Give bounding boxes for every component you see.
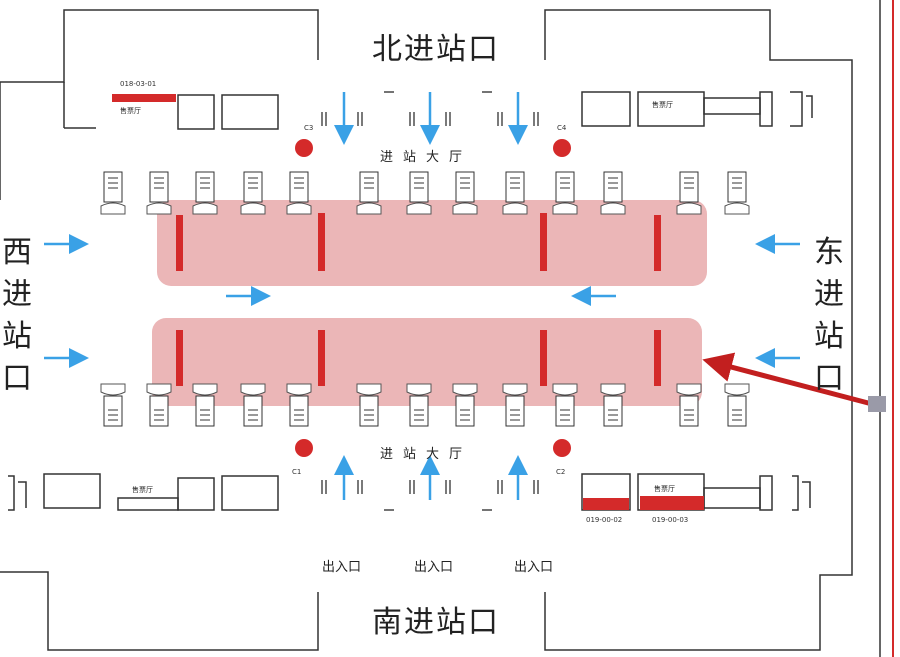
north-gate-label: 北进站口: [372, 32, 500, 67]
point-c1: C1: [292, 468, 302, 476]
code-top-left: 018-03-01: [120, 80, 157, 88]
right-edge-line: [892, 0, 894, 657]
highlight-zone-upper: [157, 200, 707, 286]
marker-points: [295, 139, 571, 457]
south-gate-label: 南进站口: [372, 605, 500, 640]
hall-label-south: 进站大厅: [380, 447, 473, 462]
ticket-office-label-nw: 售票厅: [120, 107, 141, 115]
ticket-office-bar: [112, 94, 176, 102]
exit-label-2: 出入口: [414, 560, 454, 575]
pointer-handle: [868, 396, 886, 412]
turnstile-ticks: [321, 91, 539, 511]
pointer-arrow: [702, 352, 873, 407]
red-bars: [176, 213, 661, 386]
point-c3: C3: [304, 124, 314, 132]
code-bottom-right-1: 019-00-02: [586, 516, 623, 524]
ticket-office-label-ne: 售票厅: [652, 101, 673, 109]
exit-label-3: 出入口: [514, 560, 554, 575]
exit-label-1: 出入口: [322, 560, 362, 575]
flow-arrows: [44, 92, 800, 500]
east-gate-label: 东进站口: [814, 235, 844, 396]
code-bottom-right-2: 019-00-03: [652, 516, 689, 524]
point-c2: C2: [556, 468, 566, 476]
point-c4: C4: [557, 124, 567, 132]
ticket-office-bar: [640, 496, 704, 510]
ticket-office-label-sw: 售票厅: [132, 486, 153, 494]
west-gate-label: 西进站口: [2, 235, 32, 396]
hall-label-north: 进站大厅: [380, 150, 473, 165]
ticket-office-bar: [583, 498, 629, 510]
ticket-office-label-se: 售票厅: [654, 485, 675, 493]
